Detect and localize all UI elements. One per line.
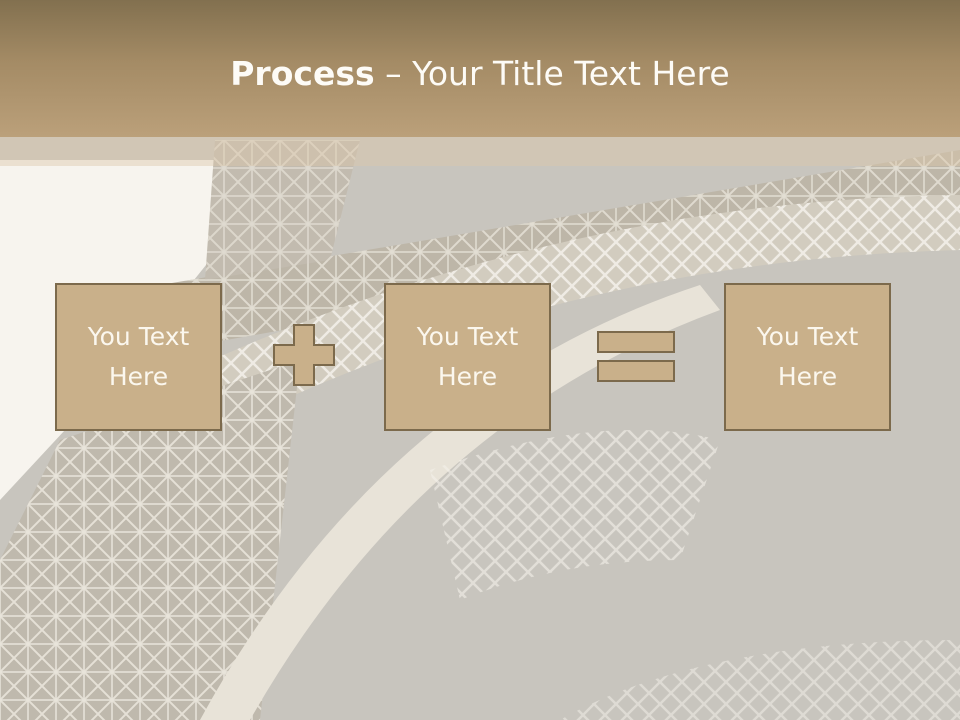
title-accent-strip <box>0 137 960 166</box>
process-box-3-text: You Text Here <box>756 322 859 391</box>
slide-title[interactable]: Process – Your Title Text Here <box>0 48 960 100</box>
process-box-1-text: You Text Here <box>87 322 190 391</box>
process-box-2[interactable]: You Text Here <box>384 283 551 431</box>
title-bold-text: Process <box>230 54 375 93</box>
process-box-2-text: You Text Here <box>416 322 519 391</box>
title-rest-text: – Your Title Text Here <box>374 54 730 93</box>
title-bar <box>0 0 960 137</box>
process-box-3[interactable]: You Text Here <box>724 283 891 431</box>
equals-icon <box>597 331 675 382</box>
process-box-1[interactable]: You Text Here <box>55 283 222 431</box>
plus-icon <box>273 324 335 386</box>
